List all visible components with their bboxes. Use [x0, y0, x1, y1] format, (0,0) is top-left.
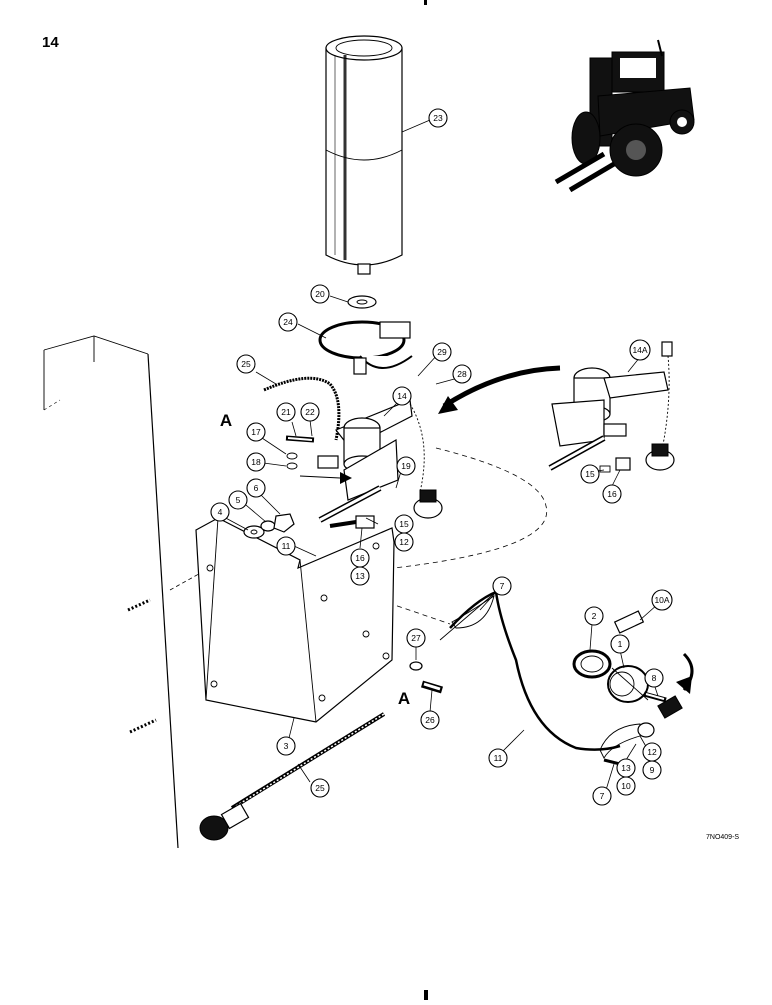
callout-26: 26 — [420, 710, 440, 730]
callout-8: 8 — [644, 668, 664, 688]
svg-text:8: 8 — [652, 673, 657, 683]
svg-text:10: 10 — [621, 781, 631, 791]
choke-cable — [199, 712, 386, 841]
callout-21: 21 — [276, 402, 296, 422]
callout-28: 28 — [452, 364, 472, 384]
callout-7-upper: 7 — [492, 576, 512, 596]
callout-6: 6 — [246, 478, 266, 498]
figure-code: 7NO409-S — [706, 834, 740, 841]
svg-text:3: 3 — [284, 741, 289, 751]
svg-text:15: 15 — [399, 519, 409, 529]
reference-letter-a-lower: A — [398, 689, 410, 708]
callout-4: 4 — [210, 502, 230, 522]
frame-wall — [43, 335, 207, 849]
hose-arrow — [299, 475, 341, 479]
svg-text:11: 11 — [494, 753, 503, 763]
callout-20: 20 — [310, 284, 330, 304]
callout-27: 27 — [406, 628, 426, 648]
svg-text:2: 2 — [592, 611, 597, 621]
svg-text:26: 26 — [425, 715, 435, 725]
callout-17: 17 — [246, 422, 266, 442]
svg-text:13: 13 — [621, 763, 631, 773]
svg-text:16: 16 — [607, 489, 617, 499]
svg-text:12: 12 — [647, 747, 657, 757]
svg-text:7: 7 — [500, 581, 505, 591]
callout-19: 19 — [396, 456, 416, 476]
svg-text:23: 23 — [433, 113, 443, 123]
svg-text:24: 24 — [283, 317, 293, 327]
callout-15: 15 — [394, 514, 414, 534]
svg-text:6: 6 — [254, 483, 259, 493]
svg-text:27: 27 — [411, 633, 421, 643]
callout-9: 9 — [642, 760, 662, 780]
svg-text:28: 28 — [457, 369, 467, 379]
svg-text:11: 11 — [282, 541, 291, 551]
callout-14a: 14A — [629, 339, 651, 361]
svg-text:19: 19 — [401, 461, 411, 471]
page-number: 14 — [42, 34, 59, 51]
callout-5: 5 — [228, 490, 248, 510]
callout-10: 10 — [616, 776, 636, 796]
svg-text:20: 20 — [315, 289, 325, 299]
valve-assembly-alt — [548, 341, 675, 473]
callout-12-lower: 12 — [642, 742, 662, 762]
svg-text:7: 7 — [600, 791, 605, 801]
gasket-ring — [572, 649, 612, 679]
callout-7-lower: 7 — [592, 786, 612, 806]
callout-13: 13 — [350, 566, 370, 586]
callout-16-alt: 16 — [602, 484, 622, 504]
filter-canister — [325, 35, 403, 275]
cap-assembly — [607, 665, 649, 703]
top-edge-mark — [424, 0, 427, 5]
callout-18: 18 — [246, 452, 266, 472]
callout-2: 2 — [584, 606, 604, 626]
callout-24: 24 — [278, 312, 298, 332]
callout-1: 1 — [610, 634, 630, 654]
callout-11-lower: 11 — [488, 748, 508, 768]
callout-12: 12 — [394, 532, 414, 552]
callout-11-upper: 11 — [276, 536, 296, 556]
svg-text:22: 22 — [305, 407, 315, 417]
svg-text:14A: 14A — [632, 345, 647, 355]
callout-3: 3 — [276, 736, 296, 756]
cable-upper — [263, 376, 341, 441]
svg-text:18: 18 — [251, 457, 261, 467]
forklift-illustration — [554, 39, 695, 193]
callout-22: 22 — [300, 402, 320, 422]
callout-29: 29 — [432, 342, 452, 362]
washer — [347, 295, 377, 309]
bottom-edge-mark — [424, 990, 428, 1000]
svg-text:4: 4 — [218, 507, 223, 517]
callout-25-lower: 25 — [310, 778, 330, 798]
callout-25-upper: 25 — [236, 354, 256, 374]
callout-16: 16 — [350, 548, 370, 568]
svg-text:29: 29 — [437, 347, 447, 357]
svg-text:9: 9 — [650, 765, 655, 775]
reference-letter-a-upper: A — [220, 411, 232, 430]
svg-text:16: 16 — [355, 553, 365, 563]
svg-text:12: 12 — [399, 537, 409, 547]
cover-plate — [195, 517, 395, 723]
callout-13-lower: 13 — [616, 758, 636, 778]
callout-14: 14 — [392, 386, 412, 406]
swap-arrow — [442, 365, 561, 409]
valve-assembly — [317, 399, 443, 523]
clamp-band — [318, 320, 413, 375]
svg-text:15: 15 — [585, 469, 595, 479]
svg-text:14: 14 — [397, 391, 407, 401]
callout-23: 23 — [428, 108, 448, 128]
svg-text:25: 25 — [315, 783, 325, 793]
svg-text:13: 13 — [355, 571, 365, 581]
callout-10a: 10A — [651, 589, 673, 611]
svg-text:25: 25 — [241, 359, 251, 369]
svg-text:17: 17 — [251, 427, 261, 437]
callout-15-alt: 15 — [580, 464, 600, 484]
svg-text:1: 1 — [618, 639, 623, 649]
svg-text:5: 5 — [236, 495, 241, 505]
svg-text:10A: 10A — [654, 595, 669, 605]
svg-text:21: 21 — [281, 407, 291, 417]
